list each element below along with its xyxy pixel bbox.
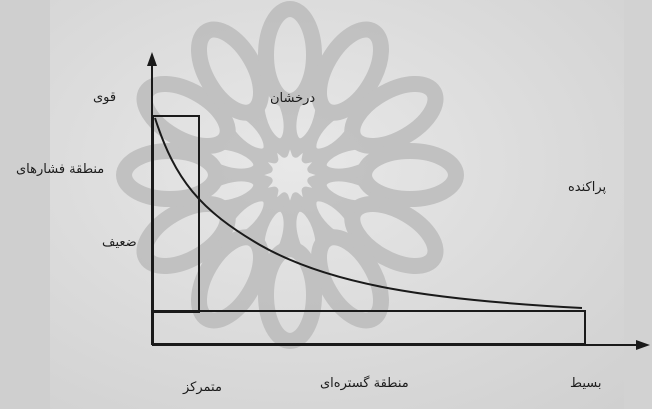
label-spread-zone: منطقة گستره‌ای — [320, 376, 409, 391]
label-bright: درخشان — [270, 91, 316, 106]
label-simple: بسیط — [570, 376, 602, 391]
left-margin-band — [0, 0, 50, 409]
label-weak: ضعیف — [102, 235, 137, 250]
label-pressure-zone: منطقة فشارهای — [16, 162, 105, 177]
y-axis-arrow-icon — [147, 52, 157, 66]
label-concentrated: متمرکز — [183, 380, 222, 395]
rosette-center-star — [248, 133, 332, 217]
rosette-inner-petal — [314, 137, 386, 181]
label-strong: قوی — [93, 90, 117, 105]
concentrated-pressure-box — [152, 115, 200, 313]
decay-curve — [154, 117, 583, 309]
x-axis-arrow-icon — [636, 340, 650, 350]
spread-zone-box — [152, 310, 586, 345]
label-dispersed: پراکنده — [568, 180, 607, 195]
